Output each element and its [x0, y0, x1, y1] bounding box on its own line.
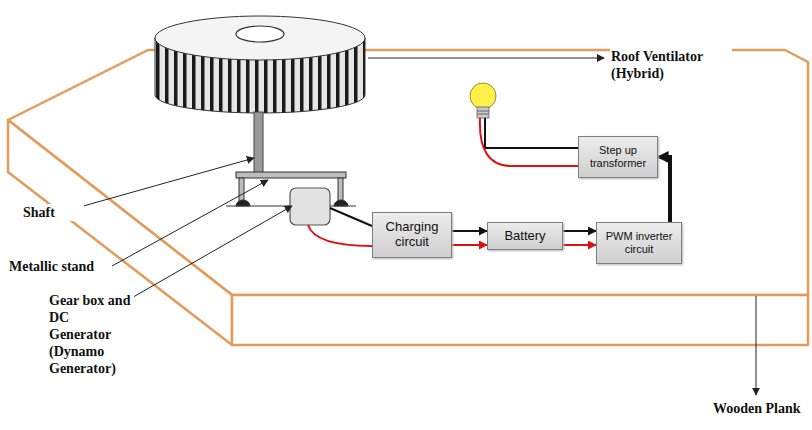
- part-label: Shaft: [22, 204, 84, 221]
- box-text: Step up transformer: [583, 144, 653, 169]
- roof-ventilator: [155, 16, 365, 113]
- wire-arrow: [563, 244, 596, 246]
- bulb-wire: [480, 118, 578, 166]
- transformer-box: Step up transformer: [578, 136, 658, 178]
- wire-arrow: [659, 157, 670, 222]
- gearbox-generator: [290, 188, 330, 225]
- wire-arrow: [452, 230, 487, 232]
- generator-wire: [330, 208, 372, 226]
- box-text: PWM inverter circuit: [601, 230, 677, 255]
- part-label: Metallic stand: [8, 258, 95, 275]
- charging-circuit-box: Charging circuit: [372, 212, 452, 258]
- component-label: Roof Ventilator (Hybrid): [610, 48, 732, 82]
- part-label: Gear box and DC Generator (Dynamo Genera…: [48, 292, 134, 377]
- inverter-box: PWM inverter circuit: [596, 222, 682, 264]
- box-text: Charging circuit: [377, 220, 447, 250]
- wire-arrow: [452, 244, 487, 246]
- box-text: Battery: [504, 229, 545, 244]
- battery-box: Battery: [487, 222, 563, 250]
- wire-arrow: [563, 230, 596, 232]
- part-label: Wooden Plank: [712, 400, 802, 417]
- leader-line: [62, 58, 756, 395]
- bulb-wire: [485, 118, 578, 148]
- shaft: [254, 112, 263, 174]
- generator-wire: [308, 225, 372, 246]
- light-bulb: [470, 83, 496, 118]
